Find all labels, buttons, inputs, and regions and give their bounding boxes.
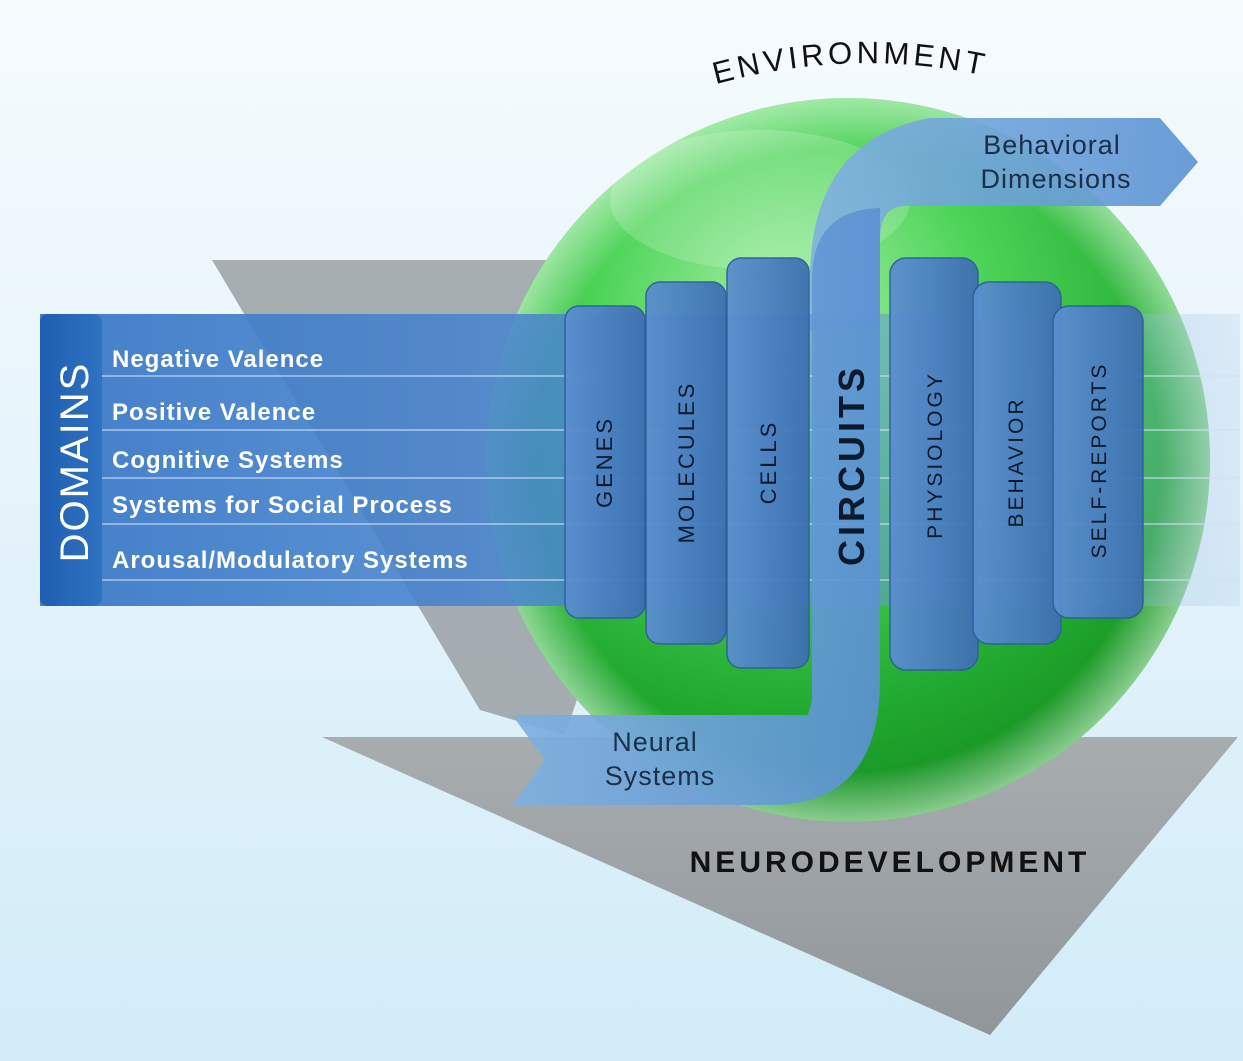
behavioral-dimensions-ribbon: Behavioral Dimensions xyxy=(810,118,1198,330)
neurodevelopment-label: NEURODEVELOPMENT xyxy=(690,846,1091,879)
neural-systems-ribbon: Neural Systems xyxy=(605,727,716,791)
domains-tab: DOMAINS xyxy=(40,314,102,606)
unit-genes: GENES xyxy=(592,416,617,508)
column-circuits xyxy=(512,208,880,805)
unit-behavior: BEHAVIOR xyxy=(1005,397,1028,528)
neurodevelopment-triangle xyxy=(322,737,1238,1035)
units-of-analysis: GENES MOLECULES CELLS CIRCUITS PHYSIOLOG… xyxy=(512,208,1144,805)
domain-arousal-modulatory: Arousal/Modulatory Systems xyxy=(112,547,469,574)
domains-title: DOMAINS xyxy=(53,362,97,563)
behavioral-dimensions-line2: Dimensions xyxy=(980,164,1131,194)
column-molecules xyxy=(645,281,727,645)
unit-physiology: PHYSIOLOGY xyxy=(924,371,947,539)
domain-cognitive-systems: Cognitive Systems xyxy=(112,447,344,474)
domain-social-process: Systems for Social Process xyxy=(112,492,453,519)
neural-systems-line1: Neural xyxy=(612,727,698,757)
domain-negative-valence: Negative Valence xyxy=(112,346,324,373)
column-self-reports xyxy=(1052,305,1144,619)
unit-circuits: CIRCUITS xyxy=(831,364,872,566)
neural-systems-line2: Systems xyxy=(605,761,716,791)
domain-positive-valence: Positive Valence xyxy=(112,399,316,426)
unit-molecules: MOLECULES xyxy=(674,381,699,544)
unit-self-reports: SELF-REPORTS xyxy=(1088,362,1111,559)
unit-cells: CELLS xyxy=(756,420,781,505)
behavioral-dimensions-line1: Behavioral xyxy=(983,130,1121,160)
column-genes xyxy=(564,305,646,619)
domains-list: Negative Valence Positive Valence Cognit… xyxy=(112,346,469,574)
column-cells xyxy=(726,257,810,669)
